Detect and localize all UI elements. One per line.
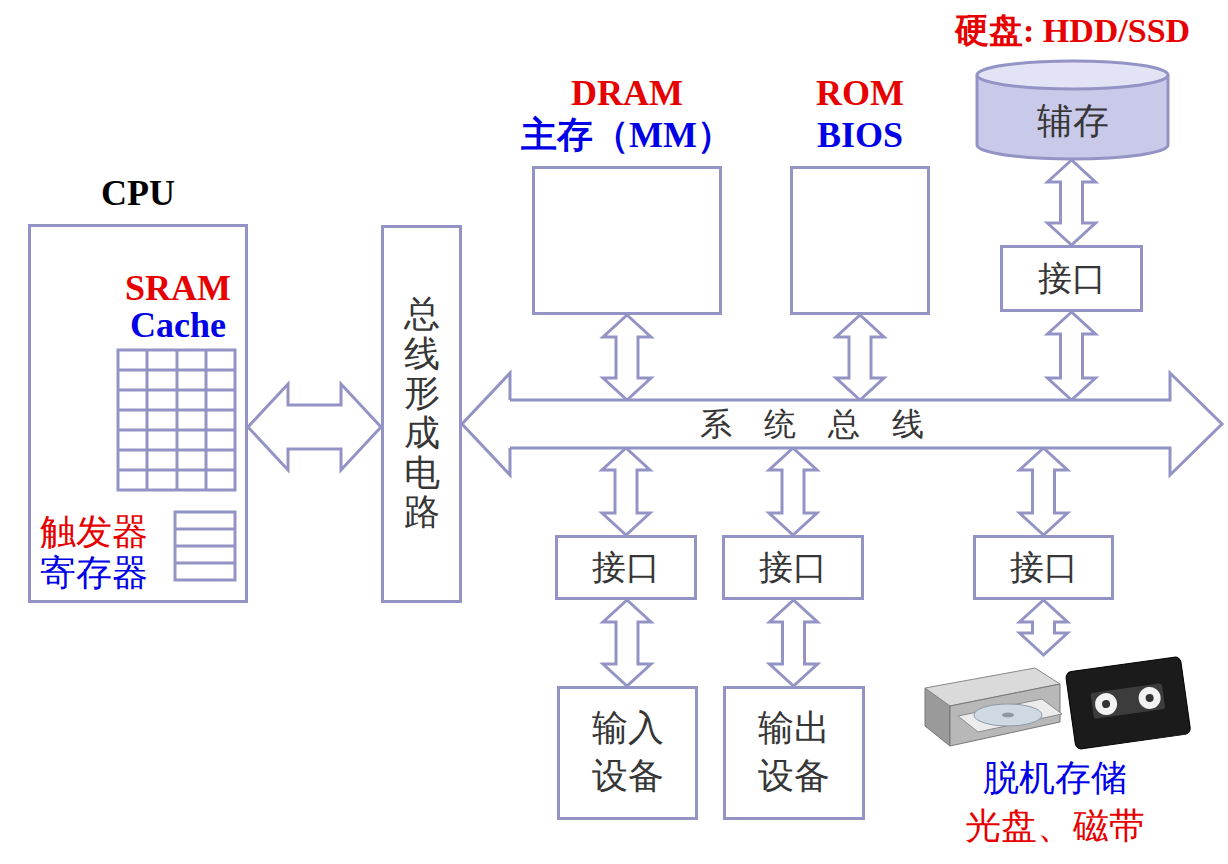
interface-box: 接口 xyxy=(555,535,697,600)
tape-reel xyxy=(1137,686,1162,711)
heading-group: ROMBIOS xyxy=(816,73,904,156)
component-label: 脱机存储 xyxy=(920,758,1190,799)
memory-type: DRAM xyxy=(521,73,733,114)
bus-label: 系 统 总 线 xyxy=(700,406,936,443)
memory-box: DRAM主存（MM） xyxy=(532,166,722,315)
bus-arrow xyxy=(248,384,381,470)
bus-arrow xyxy=(1020,600,1068,655)
disk-cylinder: 硬盘: HDD/SSD辅存 xyxy=(975,60,1170,160)
box-label: 接口 xyxy=(1038,259,1106,298)
bus-arrow xyxy=(603,315,651,400)
tape-window xyxy=(1090,683,1165,719)
heading-group: CPU xyxy=(101,173,175,214)
text-holder: 光盘、磁带 xyxy=(920,806,1190,847)
tape-reel xyxy=(1094,692,1119,717)
tape-cassette xyxy=(1065,656,1191,749)
box-body: 输入 设备 xyxy=(560,689,695,817)
box-label: 辅存 xyxy=(1037,101,1109,142)
interface-box: 接口 xyxy=(1000,245,1143,312)
cache-grid xyxy=(118,350,235,490)
text-holder: 触发器 xyxy=(40,512,190,553)
offline-storage: 脱机存储光盘、磁带 xyxy=(920,655,1190,850)
box-label: 接口 xyxy=(759,548,827,587)
box-body: 接口 xyxy=(725,538,861,597)
component-heading: CPU xyxy=(101,173,175,214)
bus-arrow xyxy=(462,373,510,475)
heading-group: 硬盘: HDD/SSD xyxy=(955,11,1190,50)
box-label: 接口 xyxy=(592,548,660,587)
interface-box: 接口 xyxy=(722,535,864,600)
text-holder: 系 统 总 线 xyxy=(700,400,936,448)
bus-arrow xyxy=(769,448,817,535)
device-box: 输出 设备 xyxy=(723,686,865,820)
heading-group: DRAM主存（MM） xyxy=(521,73,733,156)
bus-arrow xyxy=(1048,312,1096,400)
text-holder: 脱机存储 xyxy=(920,758,1190,799)
text-holder: SRAM xyxy=(108,268,248,309)
reel-hub xyxy=(1102,700,1111,709)
box-body: 总线形成电路 xyxy=(384,228,459,600)
text-holder: Cache xyxy=(108,305,248,346)
component-label: 主存（MM） xyxy=(521,115,733,156)
drive-tray xyxy=(958,699,1062,732)
interface-box: 接口 xyxy=(973,535,1114,600)
optical-disc xyxy=(974,704,1042,726)
bus-arrow xyxy=(1048,160,1096,245)
box-label: 总线形成电路 xyxy=(404,295,440,533)
system-bus: 系 统 总 线 xyxy=(510,400,1222,448)
rom-box: ROMBIOS xyxy=(790,166,930,315)
box-label: 输出 设备 xyxy=(754,705,833,801)
box-body: 接口 xyxy=(1003,248,1140,309)
memory-type: 硬盘: HDD/SSD xyxy=(955,11,1190,50)
memory-type: 触发器 xyxy=(40,512,190,553)
memory-type: ROM xyxy=(816,73,904,114)
bus-arrow xyxy=(1020,448,1068,535)
device-box: 输入 设备 xyxy=(557,686,698,820)
text-holder: 寄存器 xyxy=(40,553,190,594)
component-label: BIOS xyxy=(816,115,904,156)
box-label: 输入 设备 xyxy=(588,705,667,801)
memory-type: SRAM xyxy=(108,268,248,309)
box-body: 接口 xyxy=(558,538,694,597)
box-body: 接口 xyxy=(976,538,1111,597)
bus-arrow xyxy=(603,600,651,686)
cylinder-top xyxy=(977,61,1168,89)
disc-hole xyxy=(1002,713,1014,718)
bus-outline xyxy=(510,373,1222,475)
bus-arrow xyxy=(836,315,884,400)
register-grid xyxy=(175,512,235,580)
component-label: 寄存器 xyxy=(40,553,190,594)
bus-arrow xyxy=(602,448,650,535)
component-label: Cache xyxy=(108,305,248,346)
memory-type: 光盘、磁带 xyxy=(920,806,1190,847)
box-body: 输出 设备 xyxy=(726,689,862,817)
box-body: 辅存 xyxy=(975,60,1170,160)
bus-circuit-box: 总线形成电路 xyxy=(381,225,462,603)
bus-arrow xyxy=(770,600,818,686)
cpu-box: CPUSRAMCache触发器寄存器 xyxy=(28,224,248,603)
reel-hub xyxy=(1145,693,1154,702)
box-label: 接口 xyxy=(1010,548,1078,587)
